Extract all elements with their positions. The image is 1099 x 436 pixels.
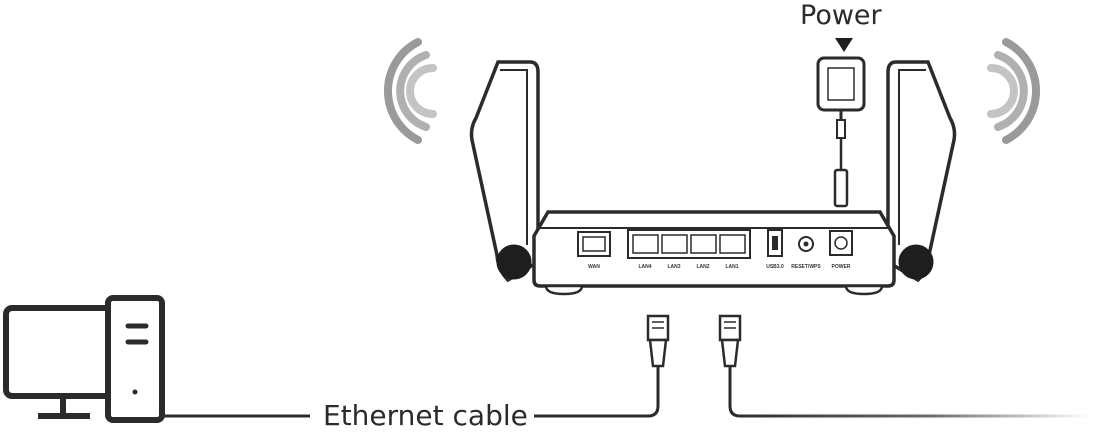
router bbox=[469, 60, 957, 296]
lan1-port-label: LAN1 bbox=[725, 264, 738, 270]
wifi-signal-right-icon bbox=[987, 38, 1041, 144]
reset-port-label: RESET/WPS bbox=[791, 264, 821, 270]
usb-port-label: USB3.0 bbox=[766, 264, 784, 270]
lan3-port[interactable] bbox=[661, 234, 688, 254]
lan4-port-label: LAN4 bbox=[638, 264, 651, 270]
arrow-down-icon bbox=[835, 38, 853, 52]
lan4-port[interactable] bbox=[632, 234, 659, 254]
router-right-hinge bbox=[898, 244, 934, 280]
power-port-label: POWER bbox=[832, 264, 851, 270]
lan2-port[interactable] bbox=[690, 234, 717, 254]
ethernet-plug-right bbox=[718, 314, 742, 368]
ethernet-plug-left bbox=[646, 314, 670, 368]
wifi-signal-left-icon bbox=[383, 38, 437, 144]
usb-port[interactable] bbox=[767, 229, 783, 257]
wan-port-label: WAN bbox=[588, 264, 600, 270]
lan3-port-label: LAN3 bbox=[667, 264, 680, 270]
ethernet-cable-to-router bbox=[528, 366, 660, 418]
power-jack[interactable] bbox=[829, 230, 853, 256]
router-foot-left bbox=[544, 284, 584, 296]
pc-tower bbox=[105, 295, 165, 423]
reset-wps-button[interactable] bbox=[798, 236, 814, 252]
lan1-port[interactable] bbox=[719, 234, 746, 254]
router-left-hinge bbox=[496, 244, 532, 280]
computer-icon bbox=[3, 295, 165, 423]
monitor bbox=[3, 305, 123, 399]
port-labels: WAN LAN4 LAN3 LAN2 LAN1 USB3.0 RESET/WPS… bbox=[588, 264, 851, 270]
wan-port[interactable] bbox=[577, 231, 611, 257]
power-label: Power bbox=[800, 0, 882, 31]
lan2-port-label: LAN2 bbox=[696, 264, 709, 270]
router-foot-right bbox=[844, 284, 884, 296]
ethernet-cable-label: Ethernet cable bbox=[317, 399, 534, 432]
ethernet-cable-to-modem bbox=[728, 366, 1090, 418]
power-adapter bbox=[816, 38, 866, 208]
